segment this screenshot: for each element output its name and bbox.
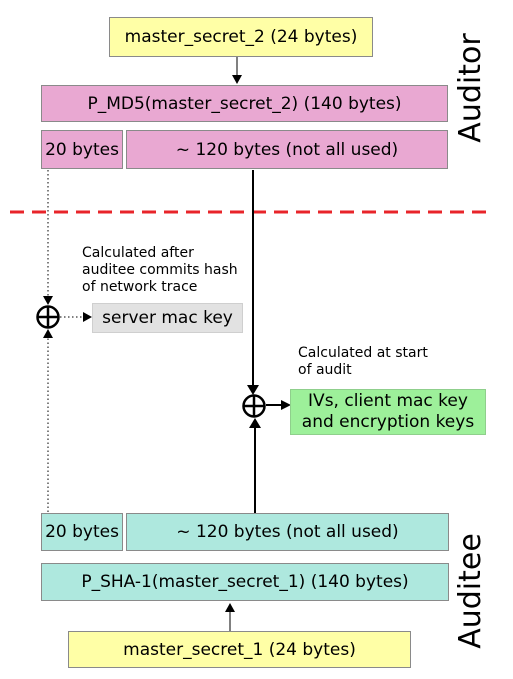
auditor-120-bytes-label: ~ 120 bytes (not all used): [175, 139, 399, 160]
auditor-side-label: Auditor: [453, 33, 488, 143]
auditee-20-bytes-box: 20 bytes: [41, 513, 123, 551]
auditor-20-bytes-label: 20 bytes: [45, 139, 119, 160]
circle-plus-icon: [242, 394, 266, 418]
master-secret-2-label: master_secret_2 (24 bytes): [124, 27, 358, 47]
master-secret-2-box: master_secret_2 (24 bytes): [109, 17, 373, 57]
master-secret-1-label: master_secret_1 (24 bytes): [123, 639, 356, 660]
auditor-120-bytes-box: ~ 120 bytes (not all used): [126, 130, 448, 169]
note-after-commit-line-3: of network trace: [82, 279, 198, 295]
p-md5-box: P_MD5(master_secret_2) (140 bytes): [41, 85, 448, 122]
arrow-ms2-head: [232, 75, 242, 84]
dotted-auditor-head: [43, 296, 53, 305]
auditor-20-bytes-box: 20 bytes: [41, 130, 123, 169]
master-secret-1-box: master_secret_1 (24 bytes): [68, 631, 411, 668]
server-mac-key-box: server mac key: [92, 303, 243, 333]
note-at-start-line-2: of audit: [298, 362, 352, 378]
auditee-120-bytes-label: ~ 120 bytes (not all used): [176, 522, 399, 542]
note-at-start-line-1: Calculated at start: [298, 345, 428, 361]
arrow-auditee-120-head: [249, 418, 261, 428]
circle-plus-icon: [36, 305, 60, 329]
client-keys-box: IVs, client mac key and encryption keys: [290, 389, 486, 435]
server-mac-arrow-head: [83, 312, 92, 322]
client-keys-label-2: and encryption keys: [301, 412, 475, 432]
arrow-auditor-120-head: [247, 385, 259, 395]
p-md5-label: P_MD5(master_secret_2) (140 bytes): [87, 93, 402, 114]
auditee-120-bytes-box: ~ 120 bytes (not all used): [126, 513, 449, 551]
client-keys-arrow-head: [281, 400, 291, 410]
note-after-commit-line-2: auditee commits hash: [82, 262, 238, 278]
p-sha1-label: P_SHA-1(master_secret_1) (140 bytes): [81, 572, 409, 592]
arrow-ms1-head: [225, 603, 235, 612]
dotted-auditee-head: [43, 329, 53, 338]
note-after-commit: Calculated after auditee commits hash of…: [82, 245, 238, 296]
auditee-20-bytes-label: 20 bytes: [45, 522, 119, 542]
note-after-commit-line-1: Calculated after: [82, 245, 194, 261]
note-at-start: Calculated at start of audit: [298, 345, 428, 379]
p-sha1-box: P_SHA-1(master_secret_1) (140 bytes): [41, 563, 449, 601]
client-keys-label-1: IVs, client mac key: [308, 391, 468, 411]
server-mac-key-label: server mac key: [102, 308, 233, 328]
auditee-side-label: Auditee: [453, 533, 488, 649]
